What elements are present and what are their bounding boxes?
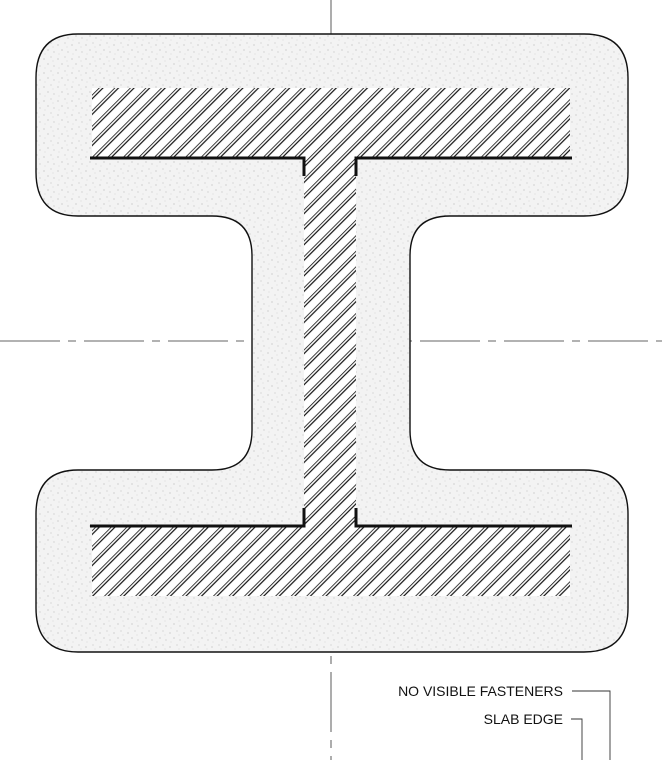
leader-no-visible-fasteners xyxy=(572,690,611,760)
steel-beam-section xyxy=(92,88,570,596)
leader-slab-edge xyxy=(571,718,583,760)
top-flange-edge-line xyxy=(90,156,306,176)
bottom-flange-edge-line xyxy=(90,508,306,528)
callout-leaders xyxy=(571,690,611,760)
callout-no-visible-fasteners: NO VISIBLE FASTENERS xyxy=(398,683,563,699)
top-flange-edge-line-right xyxy=(354,156,572,176)
bottom-flange-edge-line-right xyxy=(354,508,572,528)
callout-slab-edge: SLAB EDGE xyxy=(484,711,563,727)
